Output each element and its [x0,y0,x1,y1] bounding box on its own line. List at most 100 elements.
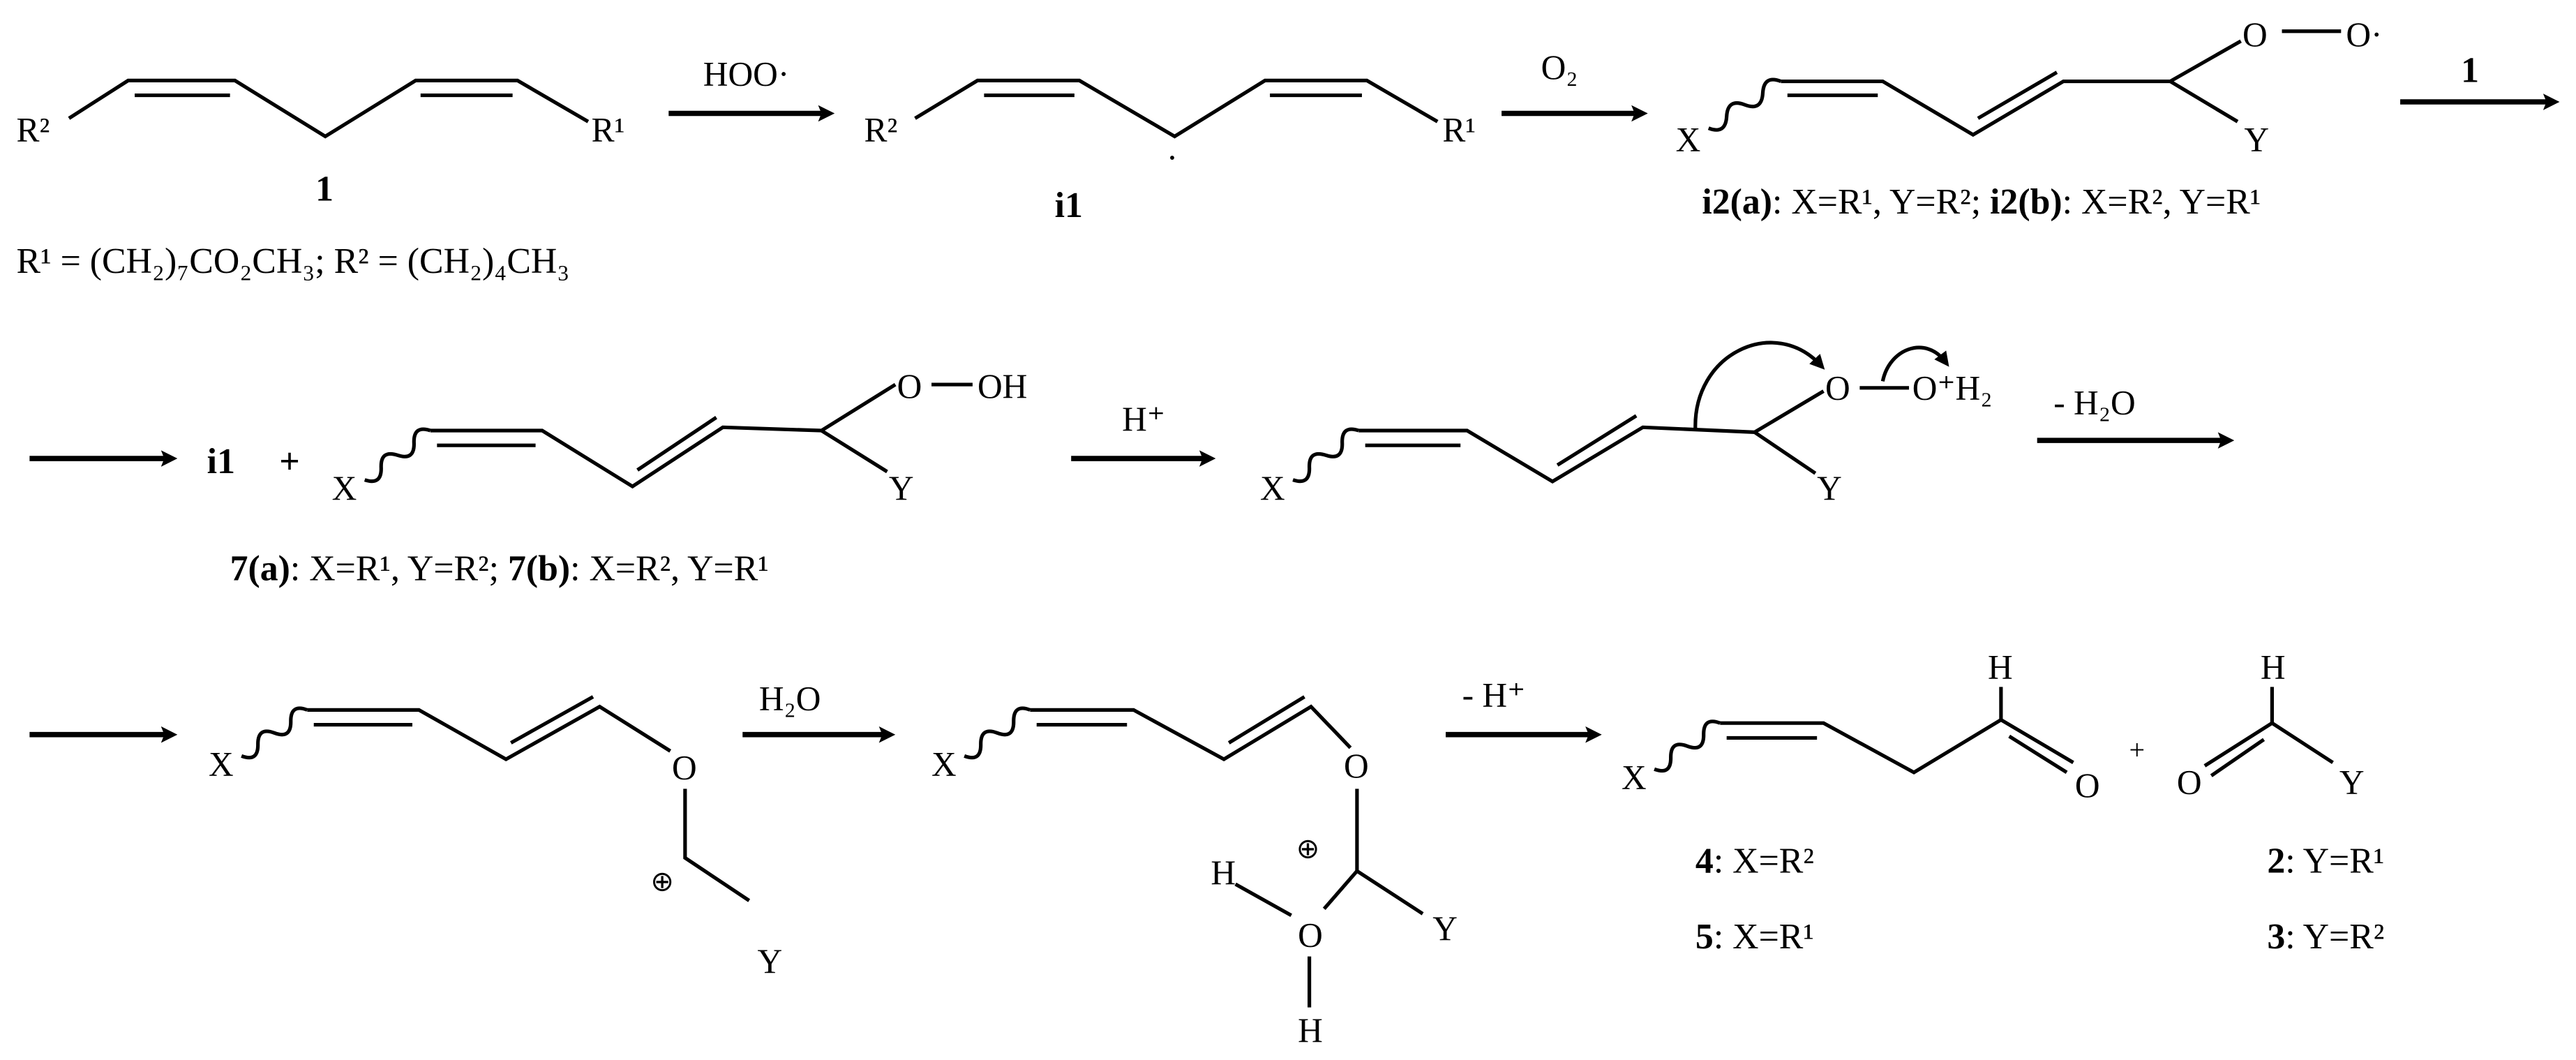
r1-label: R¹ [592,111,625,149]
bond-chain [914,78,1439,139]
oxygen-label: O [2075,766,2100,805]
compound-1-linoleate: R² R¹ 1 [17,78,625,209]
reaction-arrow-water: H₂O [742,679,896,743]
reaction-arrow-o2: O₂ [1502,48,1648,122]
hydrogen-label: H [1988,648,2013,687]
reaction-arrow-dehydration: - H₂O [2037,383,2235,449]
double-bond-inner [636,416,718,472]
reagent-label: HOO· [703,54,790,93]
wavy-bond [364,427,431,484]
radical-dot: · [1167,139,1178,177]
curved-electron-arrow [1693,341,1825,431]
bond-chain [1030,704,1352,762]
reagent-label: - H₂O [2053,383,2135,421]
bond [2203,722,2273,768]
y-label: Y [1432,909,1458,948]
product-aldehyde: H O Y 2: Y=R¹ 3: Y=R² [2177,648,2385,957]
y-label: Y [1817,469,1842,507]
reagent-label: H⁺ [1122,400,1165,438]
bond [1753,431,1817,475]
oxygen-radical-label: O· [2346,15,2382,54]
oxygen-label: O [897,367,922,405]
product-unsaturated-aldehyde: X H O 4: X=R² 5: X=R¹ [1622,648,2100,957]
x-label: X [332,469,357,507]
oxygen-label: O [672,748,697,786]
reagent-label: - H⁺ [1462,676,1526,715]
bond [2270,722,2334,764]
oxonium-label: O⁺H₂ [1912,368,1993,407]
y-label: Y [2339,763,2365,801]
reaction-arrow-acid: H⁺ [1071,400,1216,467]
oxygen-label: O [2242,15,2268,54]
compound-label: 1 [315,169,334,209]
reaction-arrow-deprotonation: - H⁺ [1446,676,1602,743]
wavy-bond [1292,427,1360,484]
hydrogen-label: H [1298,1011,1323,1050]
hydroperoxide-7: X O OH Y 7(a): X=R¹, Y=R²; 7(b): X=R², Y… [230,367,1028,588]
intermediate-label: i1 [1055,186,1083,225]
r-group-definition: R¹ = (CH₂)₇CO₂CH₃; R² = (CH₂)₄CH₃ [17,241,570,281]
double-bond-inner [1227,695,1305,745]
x-label: X [1622,758,1647,796]
carbonyl-inner [2008,734,2068,775]
r1-label: R¹ [1442,111,1476,149]
reagent-label: O₂ [1541,48,1578,87]
intermediate-i2-peroxyl: X O O· Y i2(a): X=R¹, Y=R²; i2(b): X=R²,… [1676,15,2383,222]
product-label: 4: X=R² [1695,842,1814,881]
bond [820,428,888,474]
cation-charge: ⊕ [650,865,674,897]
product-label: 2: Y=R¹ [2267,842,2384,881]
r2-label: R² [864,111,898,149]
product-label: 5: X=R¹ [1695,917,1814,957]
x-label: X [1676,121,1701,159]
product-label: 3: Y=R² [2267,917,2384,957]
wavy-bond [1707,77,1782,132]
y-label: Y [2244,121,2269,159]
bond [2169,80,2239,124]
protonated-hydroperoxide: X O O⁺H₂ Y [1260,341,1993,507]
hydrogen-label: H [1211,853,1236,892]
hydroxyl-label: OH [978,367,1027,405]
bond [1234,882,1292,918]
oxygen-label: O [1298,916,1323,954]
bond-chain [1358,389,1825,484]
intermediate-label: i2(a): X=R¹, Y=R²; i2(b): X=R², Y=R¹ [1702,182,2261,222]
hydrogen-label: H [2261,648,2286,687]
compound-label: 7(a): X=R¹, Y=R²; 7(b): X=R², Y=R¹ [230,548,769,588]
reaction-arrow-1: 1 [2400,51,2560,110]
reaction-arrow-hoo: HOO· [668,54,835,122]
plus-sign: + [279,442,300,482]
bond-chain [68,78,590,139]
oxygen-label: O [2177,763,2202,801]
oxocarbenium-intermediate: X O ⊕ Y [209,695,782,980]
bond-chain [1720,717,2074,775]
x-label: X [1260,469,1285,507]
bond-chain [430,382,897,489]
wavy-bond [241,706,308,760]
curved-electron-arrow [1880,345,1949,382]
bond-chain [1781,39,2242,137]
y-label: Y [889,469,914,507]
x-label: X [209,745,234,784]
oxygen-label: O [1825,368,1850,407]
bond-chain [683,789,751,902]
reagent-label: H₂O [759,679,821,717]
oxygen-label: O [1344,747,1369,785]
double-bond-inner [510,695,594,745]
bond [1322,869,1358,911]
reagent-label: 1 [2461,51,2479,91]
wavy-bond [1654,719,1721,773]
x-label: X [931,745,957,784]
r2-label: R² [17,111,50,149]
oxonium-charge: ⊕ [1296,833,1320,864]
wavy-bond [964,706,1031,760]
double-bond-inner [1556,414,1638,467]
carbonyl-inner [2210,738,2266,777]
intermediate-i1-label: i1 [207,442,235,482]
double-bond-inner [1977,70,2058,120]
protonated-hemiacetal: X O Y O ⊕ H H [931,695,1458,1050]
bond [1356,869,1424,916]
y-label: Y [757,942,782,980]
plus-sign: + [2129,734,2146,766]
